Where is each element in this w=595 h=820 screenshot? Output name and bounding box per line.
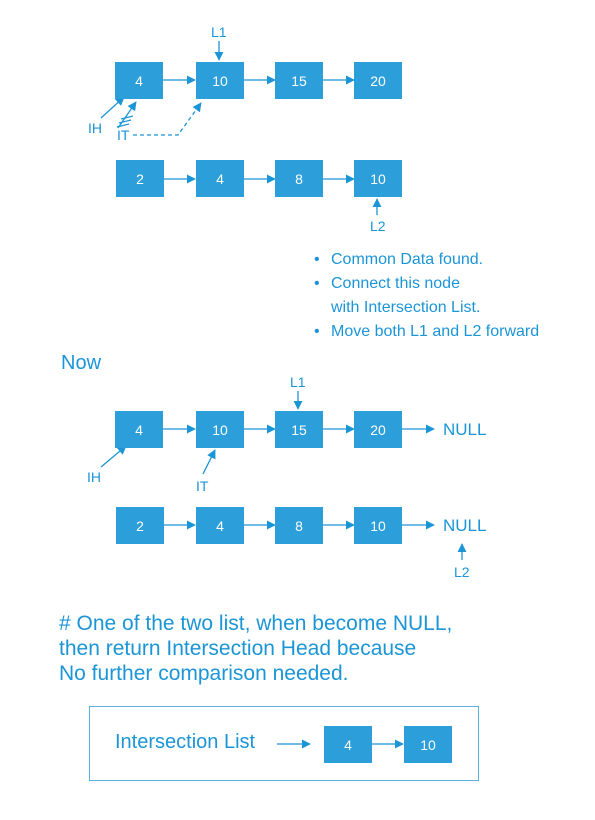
list2-node: 10 (354, 507, 402, 544)
list1-node: 15 (275, 62, 323, 99)
intersection-node: 4 (324, 726, 372, 763)
it-new-pointer (133, 102, 202, 136)
list2-node: 4 (196, 160, 244, 197)
list2-node: 4 (196, 507, 244, 544)
list1-node: 15 (275, 411, 323, 448)
note-line: with Intersection List. (331, 299, 481, 316)
l1-label: L1 (290, 374, 306, 390)
list1-node: 10 (196, 62, 244, 99)
strike-mark (118, 119, 132, 124)
ih-pointer-arrow (100, 445, 127, 468)
intersection-list-title: Intersection List (115, 731, 256, 753)
intersection-list-panel (89, 706, 479, 781)
list1-node: 10 (196, 411, 244, 448)
l2-label: L2 (454, 564, 470, 580)
step-notes: Common Data found. Connect this node with… (314, 248, 539, 344)
null-label: NULL (443, 420, 487, 439)
list2-node: 8 (275, 160, 323, 197)
it-old-pointer (117, 101, 137, 129)
note-item: Connect this node with Intersection List. (314, 272, 539, 320)
now-heading: Now (61, 352, 102, 374)
list2-node: 2 (116, 507, 164, 544)
list1-node: 4 (115, 62, 163, 99)
strike-mark (120, 115, 134, 120)
l2-label: L2 (370, 218, 386, 234)
l1-label: L1 (211, 24, 227, 40)
it-label: IT (196, 478, 209, 494)
list1-node: 20 (354, 62, 402, 99)
note-item: Common Data found. (314, 248, 539, 272)
null-label: NULL (443, 516, 487, 535)
note-line: # One of the two list, when become NULL, (59, 612, 453, 635)
termination-note: # One of the two list, when become NULL,… (59, 611, 452, 686)
list2-node: 10 (354, 160, 402, 197)
it-pointer-arrow (202, 449, 216, 475)
note-line: No further comparison needed. (59, 662, 349, 685)
note-line: then return Intersection Head because (59, 637, 417, 660)
list2-node: 8 (275, 507, 323, 544)
list2-node: 2 (116, 160, 164, 197)
ih-label: IH (88, 120, 102, 136)
note-line: Connect this node (331, 275, 460, 292)
note-item: Move both L1 and L2 forward (314, 320, 539, 344)
strike-mark (116, 123, 130, 128)
list1-node: 20 (354, 411, 402, 448)
intersection-node: 10 (404, 726, 452, 763)
ih-label: IH (87, 469, 101, 485)
it-label: IT (117, 127, 130, 143)
ih-pointer-arrow (100, 96, 125, 119)
list1-node: 4 (115, 411, 163, 448)
